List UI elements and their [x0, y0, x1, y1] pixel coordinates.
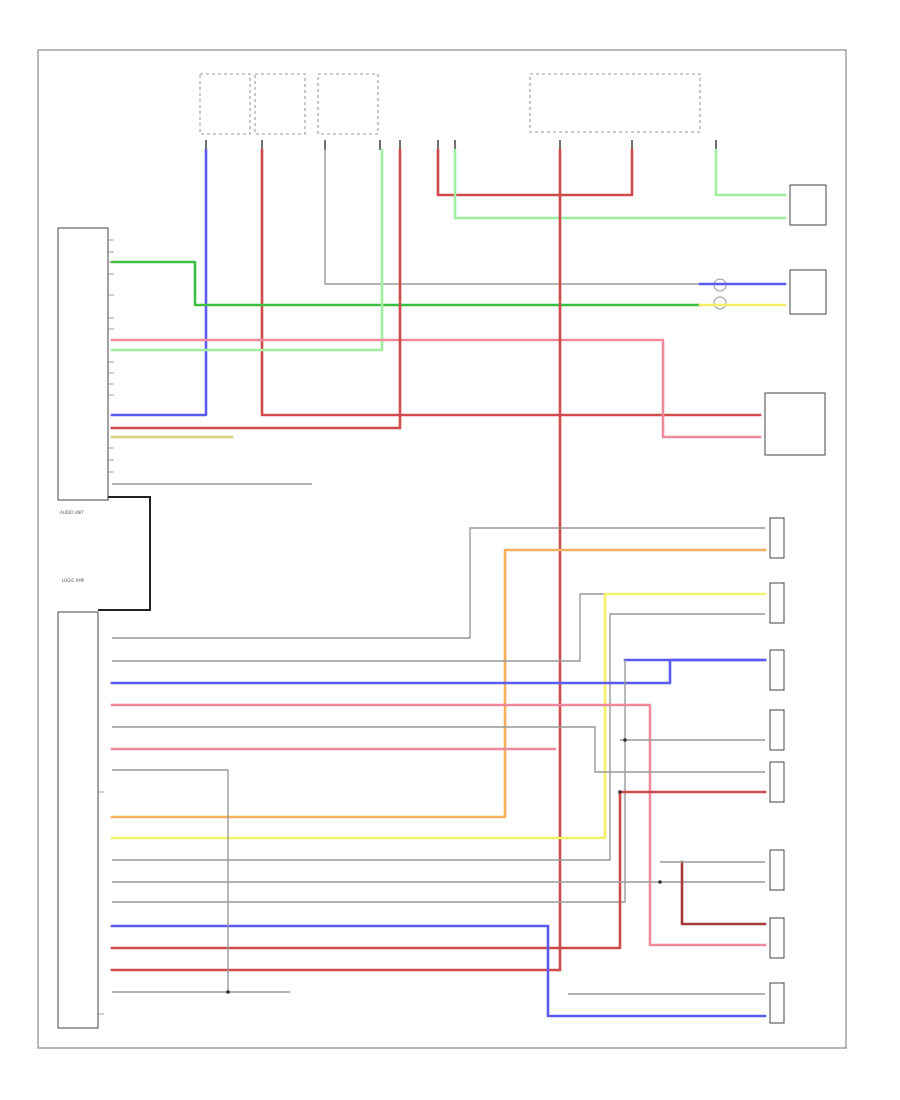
wire-lightgreen-2	[453, 148, 787, 220]
speaker-2	[769, 582, 785, 624]
pin-ticks	[98, 239, 114, 1015]
clock-symbol-b	[713, 296, 727, 310]
speaker-6	[769, 849, 785, 891]
junction-dots	[226, 738, 662, 994]
light-switch-box	[789, 184, 827, 226]
wire-red-2	[110, 148, 402, 430]
wire-pink-2	[110, 703, 767, 947]
wire-blue-3	[110, 658, 767, 685]
wire-yellow-3	[110, 592, 767, 840]
display-unit-box	[789, 269, 827, 315]
top-connectors	[205, 140, 717, 150]
wire-gray-6	[112, 660, 626, 903]
speaker-4	[769, 709, 785, 751]
wire-red-5	[110, 790, 622, 950]
speaker-7	[769, 917, 785, 959]
wire-gray-1	[324, 150, 785, 285]
relay-box	[764, 392, 826, 456]
wire-red-3	[436, 148, 634, 197]
wire-lightgreen-3	[714, 148, 787, 197]
power-amplifier-box	[57, 611, 99, 1029]
audio-unit-label: AUDIO UNIT	[60, 510, 84, 515]
wire-red-1	[260, 148, 762, 417]
wire-gray-5	[112, 613, 765, 861]
diagram-frame	[37, 49, 847, 1049]
speaker-5	[769, 761, 785, 803]
wire-pink-1	[110, 338, 762, 439]
speaker-8	[769, 982, 785, 1024]
wire-green-1	[110, 260, 702, 307]
wire-gray-3	[112, 527, 765, 639]
speaker-1	[769, 517, 785, 559]
wire-lightgreen-1	[110, 148, 384, 352]
wire-gray-7	[112, 726, 765, 773]
wire-red-main	[110, 148, 562, 972]
wire-blue-1	[110, 148, 208, 417]
audio-amp-bracket	[98, 496, 151, 611]
speaker-3	[769, 649, 785, 691]
wire-gray-4	[112, 593, 765, 662]
wire-red-6	[680, 860, 767, 926]
right-components	[764, 184, 827, 1024]
fuse-box-group	[199, 73, 701, 135]
wire-black-ground	[112, 769, 290, 993]
power-amplifier-label: LOGIC AMP	[62, 578, 85, 583]
wire-blue-5	[110, 924, 767, 1018]
audio-unit-box	[57, 227, 109, 501]
